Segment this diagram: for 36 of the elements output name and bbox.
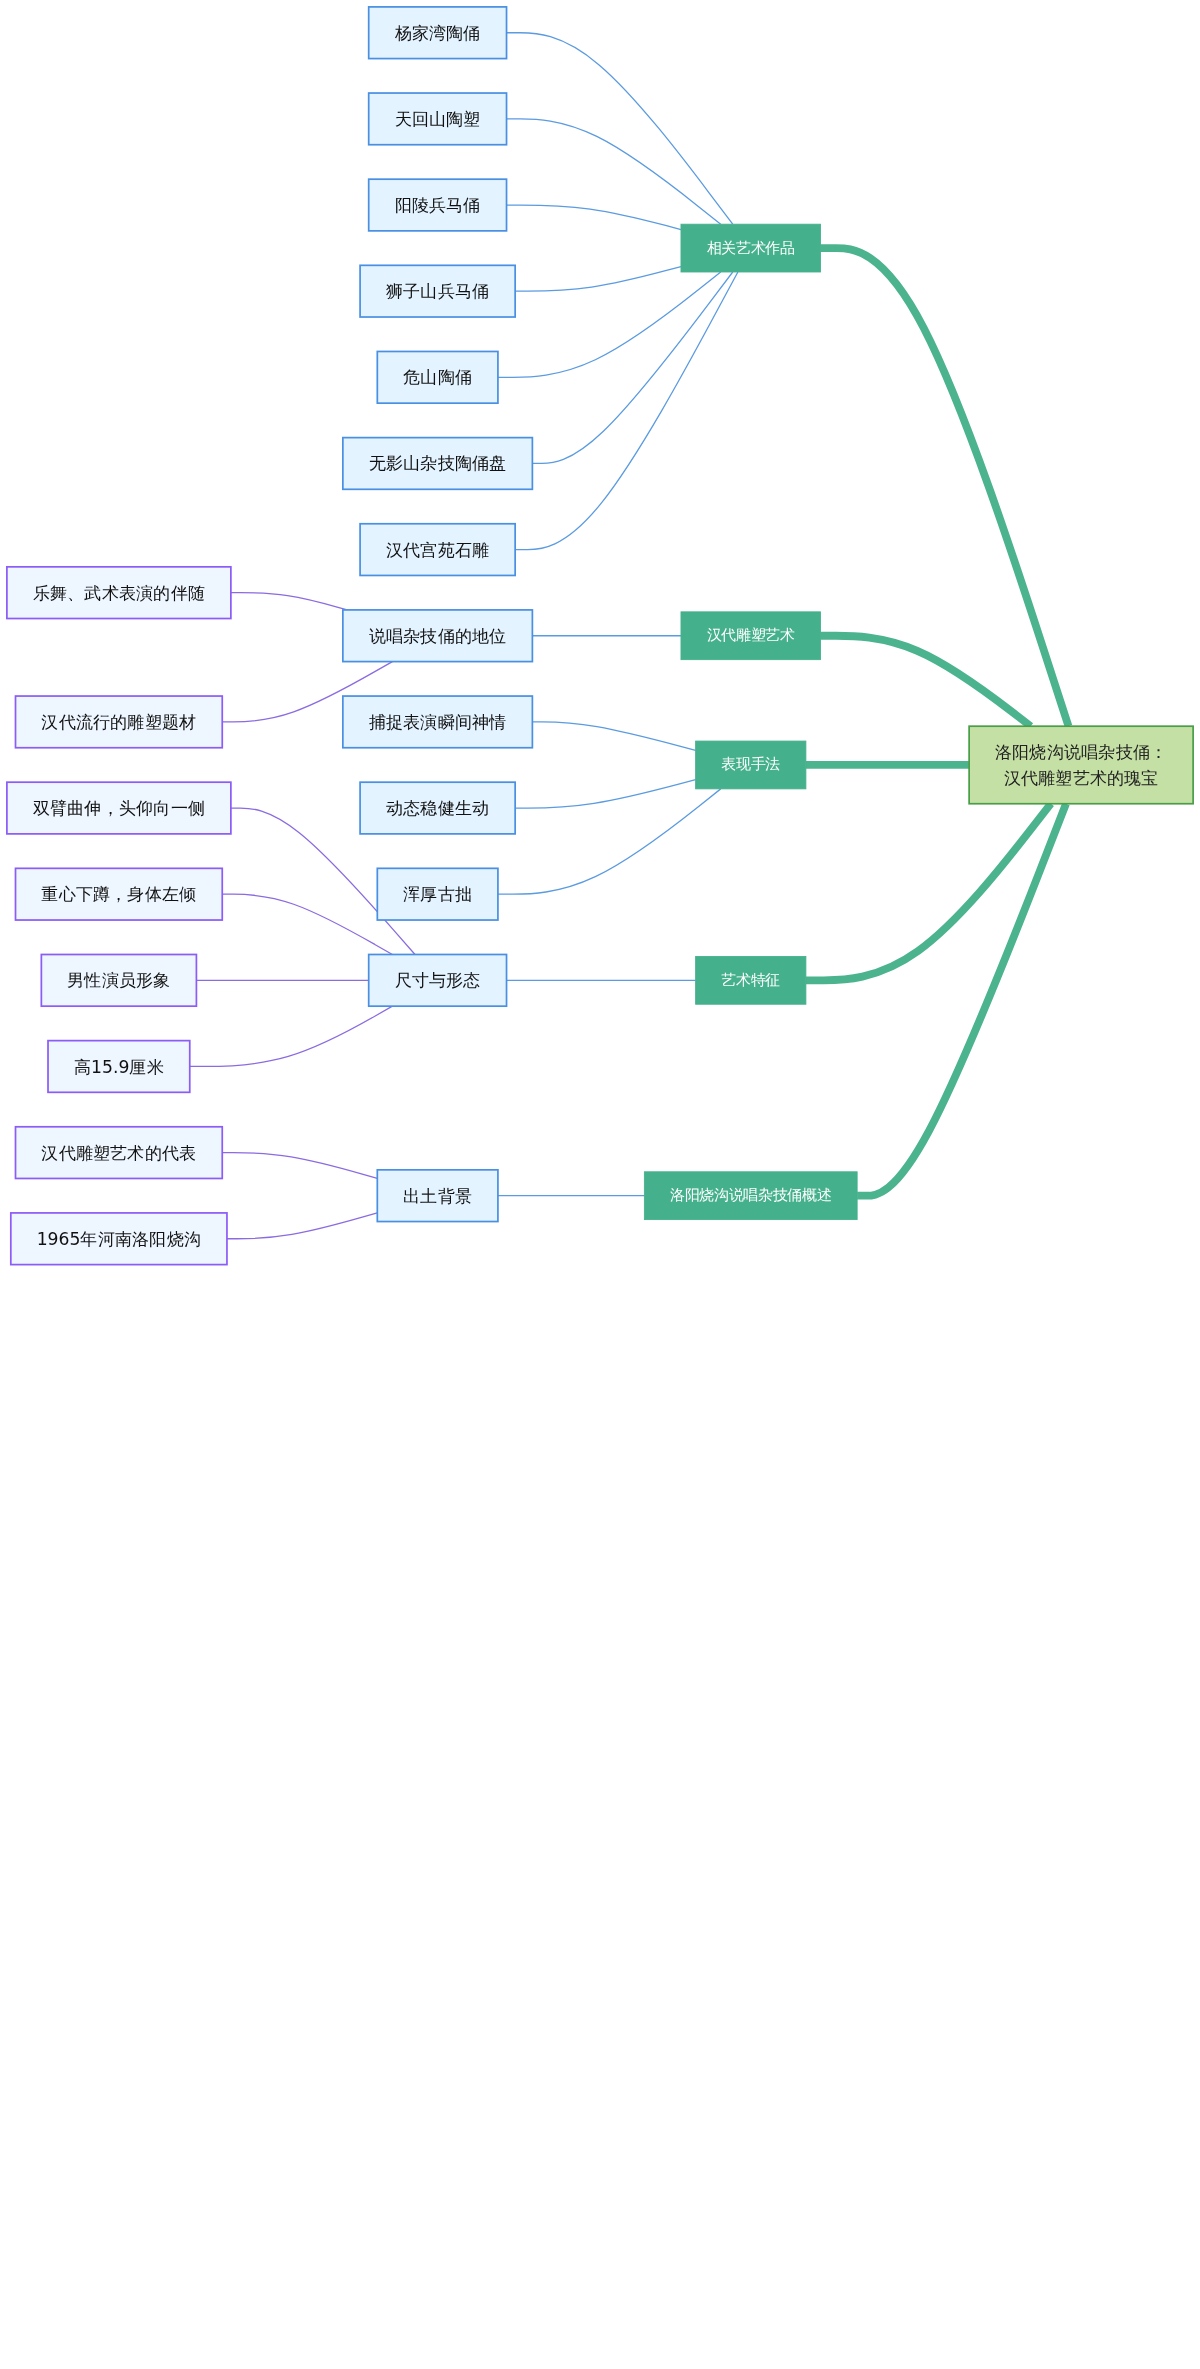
node-box: 汉代雕塑艺术 — [680, 611, 821, 661]
node-box: 阳陵兵马俑 — [367, 178, 508, 232]
node-box: 表现手法 — [695, 740, 807, 790]
node-box: 天回山陶塑 — [367, 92, 508, 146]
node-box: 1965年河南洛阳烧沟 — [9, 1212, 228, 1266]
node-box: 说唱杂技俑的地位 — [342, 609, 534, 663]
connector — [857, 802, 1070, 1200]
node-box: 杨家湾陶俑 — [367, 6, 508, 60]
connector — [820, 244, 1073, 728]
node-box: 汉代流行的雕塑题材 — [14, 695, 224, 749]
node-box: 双臂曲伸，头仰向一侧 — [6, 781, 232, 835]
node-box: 相关艺术作品 — [680, 223, 821, 273]
connector — [497, 271, 722, 378]
connector — [805, 761, 970, 769]
node-box: 洛阳烧沟说唱杂技俑概述 — [643, 1171, 858, 1221]
connector — [497, 1195, 645, 1197]
node-box: 汉代雕塑艺术的代表 — [14, 1125, 224, 1180]
node-box: 浑厚古拙 — [376, 867, 499, 921]
node-box: 乐舞、武术表演的伴随 — [6, 565, 232, 620]
connector — [189, 1005, 394, 1068]
connector — [226, 1212, 378, 1240]
node-box: 动态稳健生动 — [359, 781, 516, 835]
node-box: 洛阳烧沟说唱杂技俑：汉代雕塑艺术的瑰宝 — [968, 725, 1194, 805]
node-box: 男性演员形象 — [40, 953, 198, 1008]
node-box: 艺术特征 — [695, 956, 807, 1005]
node-box: 危山陶俑 — [376, 350, 499, 405]
node-box: 狮子山兵马俑 — [359, 264, 516, 318]
node-box: 捕捉表演瞬间神情 — [342, 695, 534, 749]
connector — [230, 807, 416, 956]
node-box: 出土背景 — [376, 1169, 499, 1223]
node-box: 尺寸与形态 — [367, 953, 508, 1008]
node-box: 汉代宫苑石雕 — [359, 522, 516, 577]
connector — [497, 788, 722, 895]
node-box: 重心下蹲，身体左倾 — [14, 867, 224, 921]
node-box: 无影山杂技陶俑盘 — [342, 436, 534, 491]
node-box: 高15.9厘米 — [47, 1039, 191, 1094]
